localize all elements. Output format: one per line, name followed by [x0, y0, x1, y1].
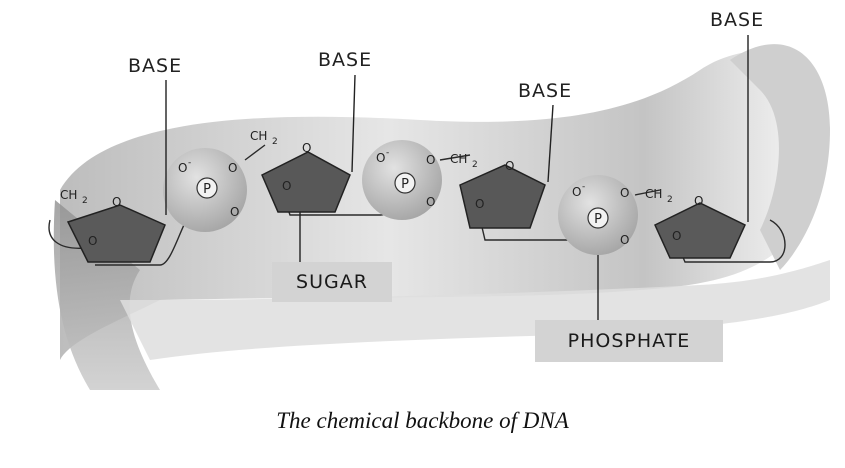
svg-text:O: O [572, 185, 581, 199]
svg-text:BASE: BASE [518, 80, 572, 102]
phosphate-label: PHOSPHATE [535, 320, 723, 362]
svg-text:O: O [228, 161, 237, 175]
base-label-4: BASE [710, 9, 764, 222]
sugar-1 [66, 204, 166, 263]
sugar-2 [261, 151, 351, 213]
svg-text:O: O [426, 153, 435, 167]
svg-text:O: O [620, 186, 629, 200]
svg-text:O: O [672, 229, 681, 243]
svg-text:CH: CH [645, 187, 662, 201]
svg-text:O: O [694, 194, 703, 208]
svg-text:2: 2 [272, 137, 278, 147]
svg-text:O: O [178, 161, 187, 175]
sugar-label: SUGAR [272, 262, 392, 302]
svg-text:O: O [302, 141, 311, 155]
sugar-4 [654, 202, 746, 259]
svg-text:O: O [230, 205, 239, 219]
base-label-3: BASE [518, 80, 572, 183]
svg-text:O: O [426, 195, 435, 209]
svg-text:CH: CH [250, 129, 267, 143]
svg-text:BASE: BASE [128, 55, 182, 77]
svg-text:CH: CH [60, 188, 77, 202]
svg-text:O: O [620, 233, 629, 247]
sugar-3 [459, 164, 546, 229]
base-label-2: BASE [318, 49, 372, 173]
svg-text:O: O [376, 151, 385, 165]
svg-text:P: P [203, 182, 211, 197]
svg-text:O: O [505, 159, 514, 173]
p-atom-3: P [587, 207, 609, 229]
svg-text:BASE: BASE [710, 9, 764, 31]
svg-text:O: O [282, 179, 291, 193]
base-label-1: BASE [128, 55, 182, 215]
svg-text:O: O [88, 234, 97, 248]
svg-text:-: - [386, 148, 389, 158]
svg-text:2: 2 [472, 160, 478, 170]
svg-text:O: O [475, 197, 484, 211]
svg-text:CH: CH [450, 152, 467, 166]
svg-text:P: P [594, 212, 602, 227]
figure-caption: The chemical backbone of DNA [276, 408, 569, 433]
svg-text:O: O [112, 195, 121, 209]
svg-text:2: 2 [82, 196, 88, 206]
svg-text:-: - [582, 182, 585, 192]
p-atom-1: P [196, 177, 218, 199]
svg-text:2: 2 [667, 195, 673, 205]
svg-text:-: - [188, 158, 191, 168]
svg-text:BASE: BASE [318, 49, 372, 71]
p-atom-2: P [394, 172, 416, 194]
svg-text:P: P [401, 177, 409, 192]
